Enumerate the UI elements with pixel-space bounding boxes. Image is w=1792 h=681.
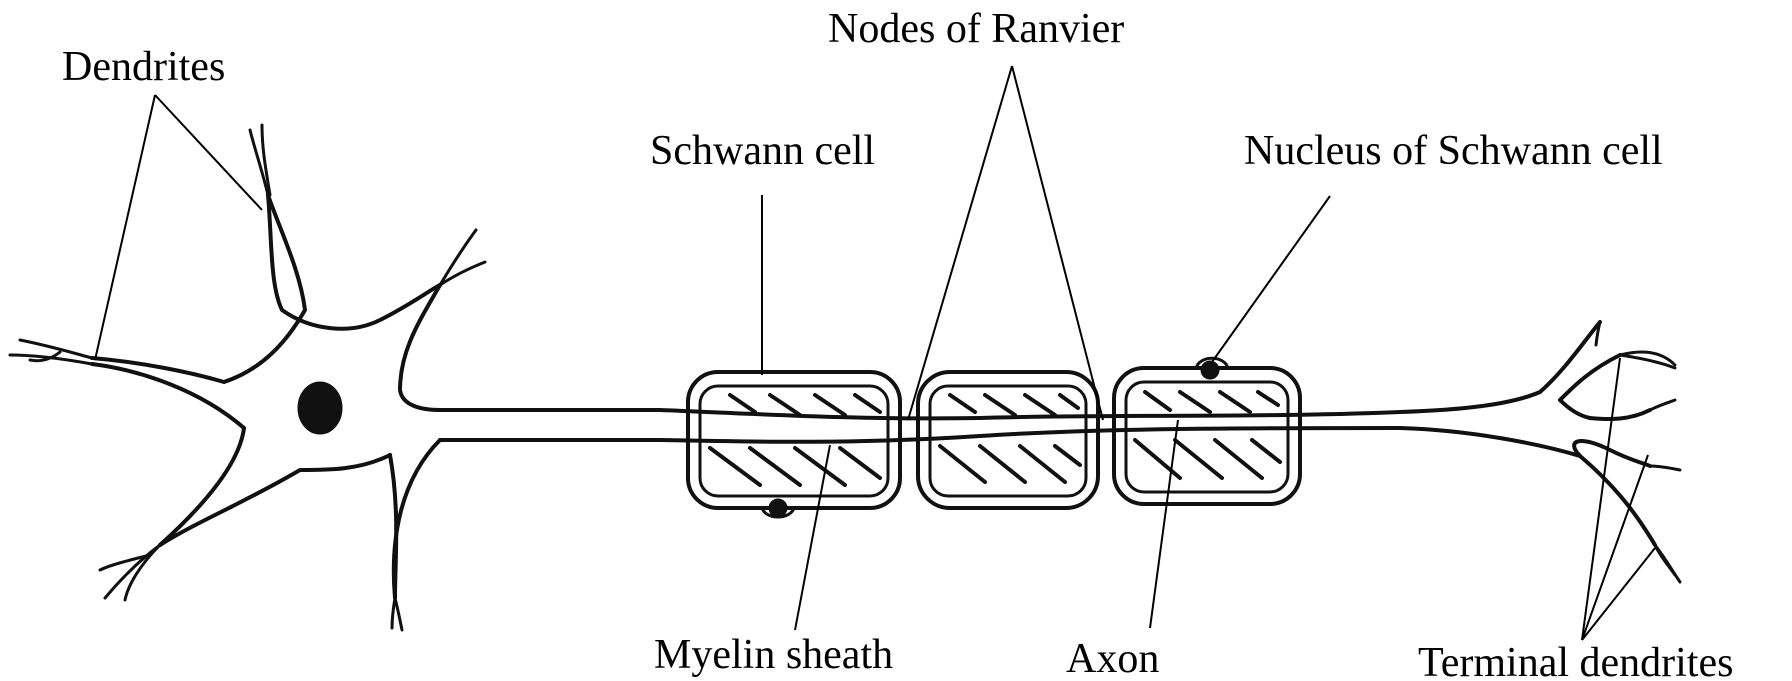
axon-fiber bbox=[660, 392, 1580, 456]
cell-nucleus bbox=[298, 382, 342, 434]
label-nodes-of-ranvier: Nodes of Ranvier bbox=[828, 6, 1124, 52]
dendrite-branches bbox=[10, 125, 485, 630]
myelin-segment-3 bbox=[1114, 368, 1300, 504]
schwann-nucleus-top bbox=[1201, 361, 1219, 379]
label-myelin-sheath: Myelin sheath bbox=[654, 632, 893, 678]
label-dendrites: Dendrites bbox=[62, 44, 225, 90]
label-schwann-cell: Schwann cell bbox=[650, 128, 875, 174]
label-axon: Axon bbox=[1066, 636, 1159, 681]
label-terminal-dendrites: Terminal dendrites bbox=[1418, 640, 1733, 681]
label-nucleus-of-schwann-cell: Nucleus of Schwann cell bbox=[1244, 128, 1663, 174]
schwann-nucleus-bottom bbox=[769, 499, 787, 517]
cell-body bbox=[92, 195, 660, 598]
